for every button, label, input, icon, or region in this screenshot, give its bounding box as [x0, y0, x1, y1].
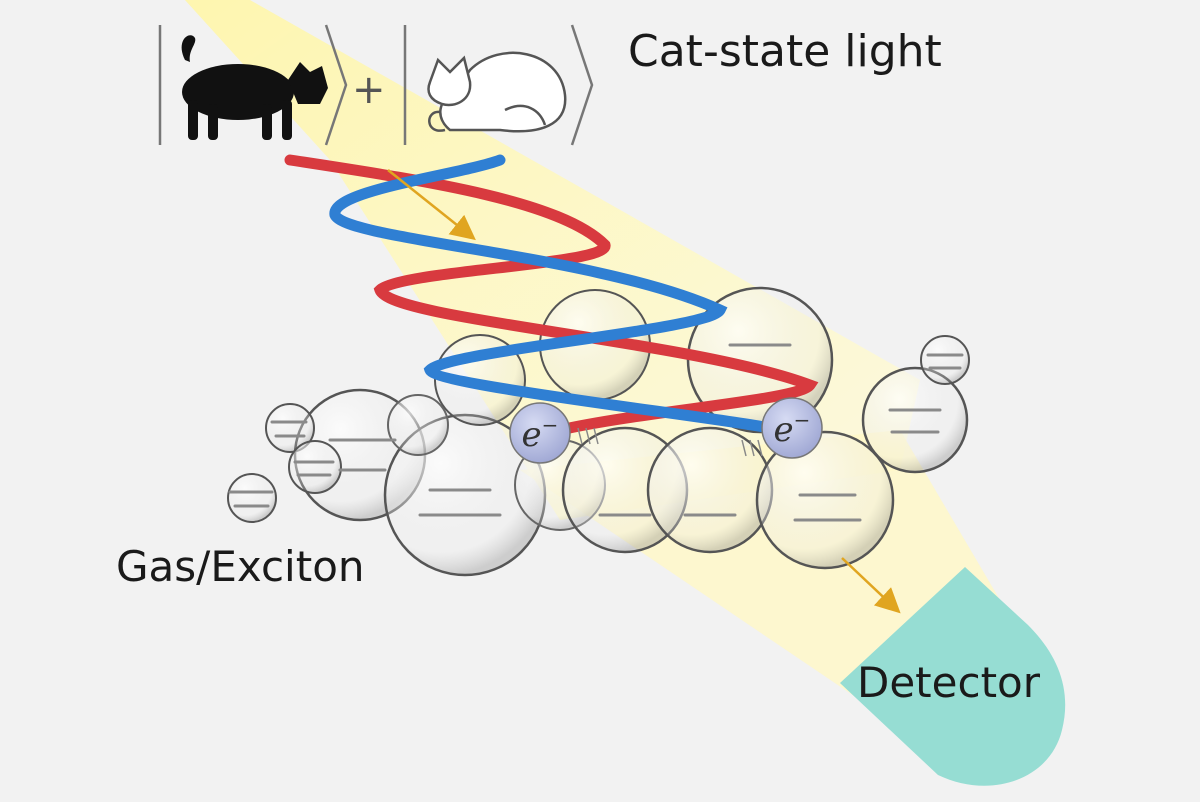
detector-shape: [840, 567, 1066, 786]
bubble: [755, 430, 895, 570]
light-helix: [284, 154, 819, 436]
bubble: [288, 440, 342, 494]
electron-right-charge: −: [794, 408, 811, 432]
electron-left: e−: [509, 402, 599, 464]
outgoing-arrow: [841, 557, 901, 614]
bubble: [646, 426, 774, 554]
plus-sign: +: [352, 67, 386, 113]
helix-red-strand: [284, 154, 819, 436]
cat-state-title: Cat-state light: [628, 26, 942, 77]
electron-left-symbol: e: [522, 415, 542, 455]
cat-state-ket: [158, 24, 594, 146]
bubble: [920, 335, 970, 385]
electron-left-charge: −: [542, 413, 559, 437]
svg-text:e−: e−: [522, 413, 559, 455]
electron-right: e−: [741, 397, 823, 459]
ket-angle-1: [324, 24, 348, 146]
gas-exciton-label: Gas/Exciton: [116, 542, 365, 591]
white-sleeping-cat-icon: [427, 51, 567, 133]
incoming-arrow: [387, 169, 476, 241]
detector-label: Detector: [857, 658, 1041, 707]
bubble: [265, 403, 315, 453]
bubble: [227, 473, 277, 523]
electron-right-symbol: e: [774, 410, 794, 450]
bubble: [387, 394, 449, 456]
svg-text:e−: e−: [774, 408, 811, 450]
helix-blue-strand: [329, 154, 776, 434]
ket-angle-2: [570, 24, 594, 146]
bubble: [861, 366, 969, 474]
black-walking-cat-icon: [181, 35, 328, 140]
